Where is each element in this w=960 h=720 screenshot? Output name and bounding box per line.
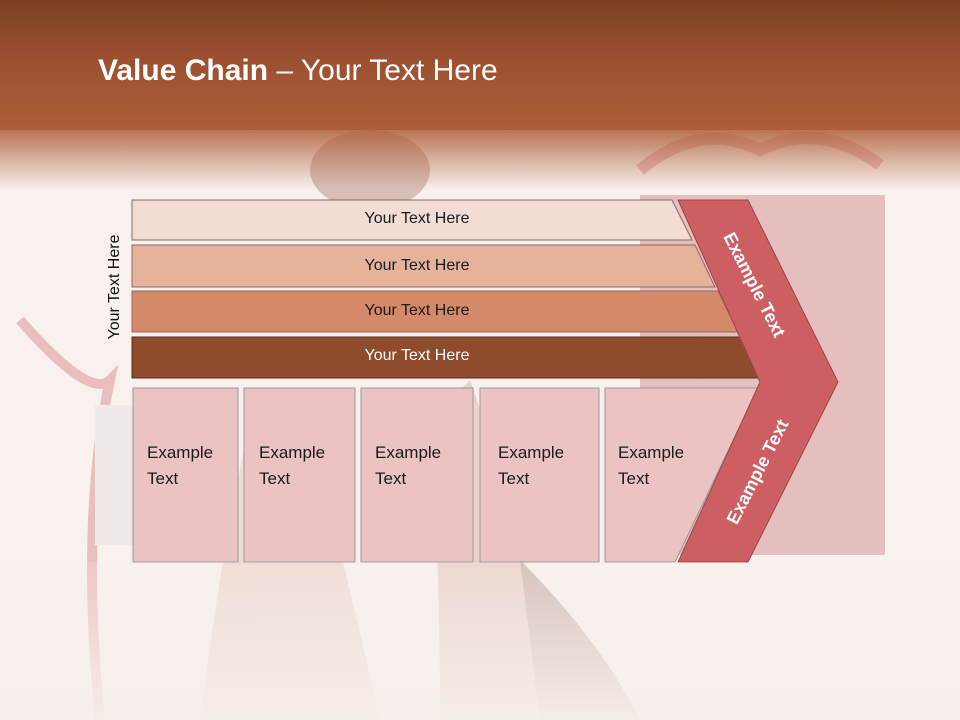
box-label-1-line2: Text (147, 469, 179, 488)
activity-box-1[interactable] (132, 387, 239, 563)
box-label-4-line1: Example (498, 443, 565, 462)
box-label-3-line1: Example (375, 443, 442, 462)
page-title: Value Chain – Your Text Here (98, 54, 498, 88)
box-label-5-line1: Example (618, 443, 685, 462)
title-rest: – Your Text Here (268, 54, 498, 87)
title-bold: Value Chain (98, 54, 269, 87)
side-label: Your Text Here (100, 222, 130, 352)
box-label-3-line2: Text (375, 469, 407, 488)
row-label-1: Your Text Here (364, 210, 470, 227)
box-label-2-line1: Example (259, 443, 326, 462)
box-label-4-line2: Text (498, 469, 530, 488)
activity-box-3[interactable] (360, 387, 474, 563)
title-bar-fade (0, 130, 960, 190)
reflection-fade (0, 562, 960, 720)
margin-chevron[interactable] (677, 199, 839, 563)
activity-box-4[interactable] (479, 387, 600, 563)
row-bar-2[interactable] (131, 244, 716, 288)
box-label-1-line1: Example (147, 443, 214, 462)
activity-box-2[interactable] (243, 387, 356, 563)
row-label-2: Your Text Here (364, 257, 470, 274)
title-bar (0, 0, 960, 130)
row-bar-1[interactable] (131, 199, 693, 241)
row-label-4: Your Text Here (364, 347, 470, 364)
side-label-text: Your Text Here (106, 234, 123, 340)
row-label-3: Your Text Here (364, 302, 470, 319)
box-label-2-line2: Text (259, 469, 291, 488)
box-label-5-line2: Text (618, 469, 650, 488)
